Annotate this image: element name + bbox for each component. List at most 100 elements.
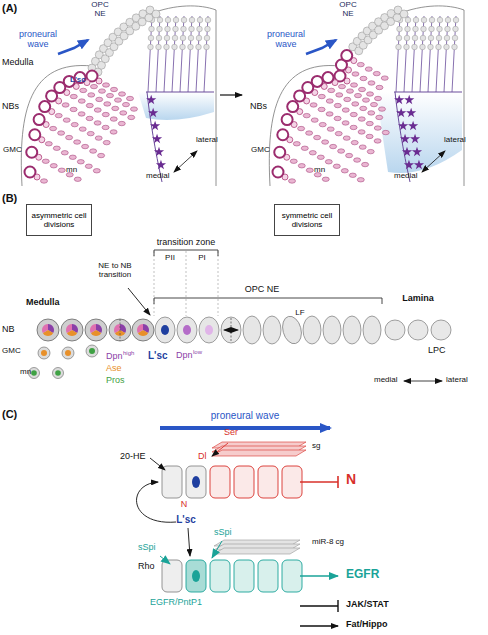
axis-arrow bbox=[422, 151, 445, 172]
lamina-cell bbox=[429, 17, 435, 23]
medulla-neuron bbox=[114, 98, 121, 102]
medulla-neuron bbox=[344, 97, 351, 101]
lamina-precursor-cell bbox=[408, 320, 428, 340]
neuron-nucleus bbox=[31, 370, 37, 376]
medulla-neuron bbox=[130, 107, 137, 111]
medulla-neuron bbox=[50, 126, 57, 130]
zone-guide bbox=[186, 251, 187, 316]
cell-nucleus bbox=[192, 476, 200, 488]
medulla-neuron bbox=[293, 142, 300, 146]
lamina-cell bbox=[453, 26, 459, 32]
lamina-cell bbox=[197, 17, 203, 23]
gmc-cell bbox=[86, 345, 98, 357]
neuron-star bbox=[412, 147, 422, 157]
medulla-neuron bbox=[70, 107, 77, 111]
epithelial-cell bbox=[234, 466, 254, 498]
neuroblast-cell bbox=[341, 50, 352, 61]
neuron-star bbox=[150, 121, 160, 131]
medulla-neuron bbox=[328, 88, 335, 92]
medulla-neuron bbox=[351, 83, 358, 87]
medulla-neuron bbox=[350, 112, 357, 116]
cell-label: NBs bbox=[250, 102, 267, 112]
medulla-neuron bbox=[357, 62, 364, 66]
medulla-neuron bbox=[368, 111, 375, 115]
gmc-cell bbox=[38, 347, 50, 359]
transition-cell bbox=[199, 317, 219, 343]
axis-label: medial bbox=[374, 376, 398, 385]
cell-label: GMC bbox=[2, 347, 21, 356]
medulla-neuron bbox=[303, 113, 310, 117]
medulla-neuron bbox=[334, 116, 341, 120]
neuron-nucleus bbox=[55, 370, 61, 376]
neuron-star bbox=[154, 147, 164, 157]
medulla-neuron bbox=[362, 98, 369, 102]
medulla-neuron bbox=[88, 93, 95, 97]
arrow-line bbox=[212, 541, 222, 558]
medulla-neuron bbox=[103, 140, 110, 144]
neuroblast-cell bbox=[29, 129, 40, 140]
medulla-neuron bbox=[375, 96, 382, 100]
medulla-neuron bbox=[102, 112, 109, 116]
inhibition-line bbox=[300, 605, 338, 606]
lamina-cell bbox=[405, 17, 411, 23]
medulla-neuron bbox=[63, 118, 70, 122]
medulla-neuron bbox=[376, 85, 383, 89]
neuroblast-cell bbox=[132, 319, 154, 341]
medulla-neuron bbox=[62, 103, 69, 107]
lamina-cell bbox=[445, 17, 451, 23]
medulla-neuron bbox=[53, 146, 60, 150]
medulla-neuron bbox=[77, 160, 84, 164]
medulla-neuron bbox=[381, 76, 388, 80]
neuroblast-cell bbox=[322, 72, 333, 83]
lamina-cell bbox=[428, 44, 434, 50]
zone-label: transition zone bbox=[157, 238, 216, 248]
medulla-neuron bbox=[374, 126, 381, 130]
medulla-neuron bbox=[298, 126, 305, 130]
epithelial-cell bbox=[282, 560, 302, 592]
neuroepithelial-cell bbox=[323, 316, 341, 344]
region-label: OPC bbox=[339, 1, 356, 10]
medulla-neuron bbox=[61, 151, 68, 155]
lamina-precursor-cell bbox=[431, 320, 451, 340]
neuron-star bbox=[404, 160, 414, 170]
neuron-star bbox=[148, 108, 158, 118]
glia-plate bbox=[212, 450, 306, 456]
lamina-cell bbox=[412, 35, 418, 41]
epithelial-cell bbox=[210, 560, 230, 592]
cell-label: NB bbox=[2, 325, 15, 335]
cell-label: mn bbox=[66, 166, 77, 175]
transition-cell bbox=[177, 317, 197, 343]
pathway-label: JAK/STAT bbox=[346, 600, 389, 610]
medulla-neuron bbox=[359, 145, 366, 149]
neuron-star bbox=[408, 121, 418, 131]
neuron-star bbox=[402, 147, 412, 157]
medulla-neuron bbox=[289, 179, 296, 183]
panel-letter: (C) bbox=[2, 408, 17, 420]
medulla-neuron bbox=[87, 131, 94, 135]
process-label: proneural wave bbox=[260, 30, 312, 50]
division-line bbox=[120, 319, 121, 341]
lamina-cell bbox=[397, 26, 403, 32]
neuroblast-cell bbox=[85, 319, 107, 341]
medulla-neuron bbox=[358, 117, 365, 121]
neuron-star bbox=[406, 108, 416, 118]
medulla-neuron bbox=[298, 164, 305, 168]
medulla-neuron bbox=[318, 107, 325, 111]
medulla-neuron bbox=[326, 99, 333, 103]
lamina-cell bbox=[157, 26, 163, 32]
neuroepithelial-cell bbox=[280, 314, 305, 346]
gene-label: L'sc bbox=[176, 514, 196, 525]
cell-nucleus bbox=[183, 325, 191, 335]
lamina-cell bbox=[164, 35, 170, 41]
gene-label: Ase bbox=[106, 364, 122, 374]
medulla-neuron bbox=[90, 149, 97, 153]
medulla-neuron bbox=[301, 146, 308, 150]
transition-cell bbox=[221, 317, 241, 343]
lamina-cell bbox=[445, 26, 451, 32]
nucleus-sector bbox=[66, 324, 72, 333]
neuron-star bbox=[400, 134, 410, 144]
lamina-cell bbox=[180, 44, 186, 50]
medulla-neuron bbox=[367, 92, 374, 96]
